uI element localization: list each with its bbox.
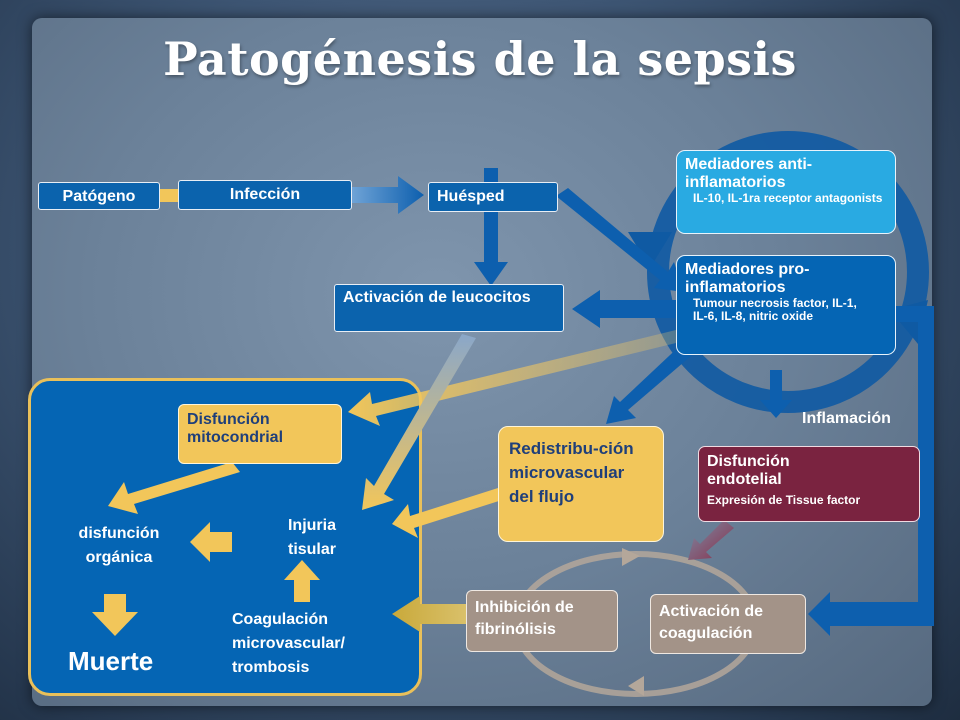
node-mitocondrial-label: Disfunción mitocondrial: [187, 411, 284, 446]
huesped-down-arrow: [474, 168, 508, 286]
node-infeccion-label: Infección: [229, 186, 301, 203]
mediators-to-mitocondrial-arrow: [348, 330, 680, 426]
node-endotelial: Disfunción endotelial Expresión de Tissu…: [698, 446, 920, 522]
injuria-to-organica-arrow: [190, 522, 232, 562]
endotelial-detail: Expresión de Tissue factor: [707, 493, 861, 507]
mediators-to-inflamacion-arrow: [760, 370, 792, 418]
node-leucocitos: Activación de leucocitos: [334, 284, 564, 332]
coag-ring-arrowhead-top: [622, 548, 640, 566]
page-title: Patogénesis de la sepsis: [163, 32, 797, 86]
muerte-label: Muerte: [68, 646, 154, 676]
pro-title: Mediadores pro-inflamatorios: [685, 261, 810, 296]
organica-label: disfunción orgánica: [78, 525, 160, 566]
node-activacion-coag-label: Activación de coagulación: [659, 603, 764, 642]
node-huesped: Huésped: [428, 182, 558, 212]
fibrinolisis-to-coagulacion-arrow: [392, 596, 466, 632]
mitocondrial-to-organica-arrow: [108, 462, 240, 514]
infeccion-to-huesped-arrow: [352, 176, 424, 214]
injuria-label: Injuria tisular: [287, 517, 336, 558]
anti-title: Mediadores anti-inflamatorios: [685, 156, 813, 191]
coagulacion-to-injuria-arrow: [284, 560, 320, 602]
node-mitocondrial: Disfunción mitocondrial: [178, 404, 342, 464]
anti-detail: IL-10, IL-1ra receptor antagonists: [693, 191, 883, 205]
redistribucion-to-injuria-arrow: [392, 488, 502, 538]
mediators-to-redistribucion-arrow: [606, 340, 698, 424]
node-fibrinolisis-label: Inhibición de fibrinólisis: [475, 599, 574, 638]
leucocitos-to-injuria-arrow: [362, 334, 476, 510]
endotelial-title: Disfunción endotelial: [707, 453, 790, 488]
node-redistribucion-label: Redistribu-ción microvascular del flujo: [509, 439, 634, 506]
node-fibrinolisis: Inhibición de fibrinólisis: [466, 590, 618, 652]
node-patogeno-label: Patógeno: [62, 188, 136, 205]
coagulacion-micro-label: Coagulación microvascular/ trombosis: [232, 611, 345, 676]
node-redistribucion: Redistribu-ción microvascular del flujo: [498, 426, 664, 542]
ring-arrowhead-left: [628, 232, 672, 268]
mediators-to-activacion-coag-arrow: [808, 306, 934, 636]
pro-detail: Tumour necrosis factor, IL-1, IL-6, IL-8…: [693, 296, 857, 323]
node-leucocitos-label: Activación de leucocitos: [343, 289, 531, 306]
node-pro-inflammatory: Mediadores pro-inflamatorios Tumour necr…: [676, 255, 896, 355]
endotelial-to-coagulation-arrow: [688, 520, 734, 560]
node-anti-inflammatory: Mediadores anti-inflamatorios IL-10, IL-…: [676, 150, 896, 234]
patogeno-connector: [158, 189, 184, 202]
coag-ring-arrowhead-bottom: [628, 676, 644, 696]
node-huesped-label: Huésped: [437, 188, 505, 205]
node-patogeno: Patógeno: [38, 182, 160, 210]
organica-to-muerte-arrow: [92, 594, 138, 636]
node-infeccion: Infección: [178, 180, 352, 210]
node-activacion-coag: Activación de coagulación: [650, 594, 806, 654]
inflamacion-label: Inflamación: [802, 410, 891, 427]
mediators-to-leucocitos-arrow: [572, 290, 676, 328]
huesped-to-mediators-arrow: [556, 188, 684, 292]
